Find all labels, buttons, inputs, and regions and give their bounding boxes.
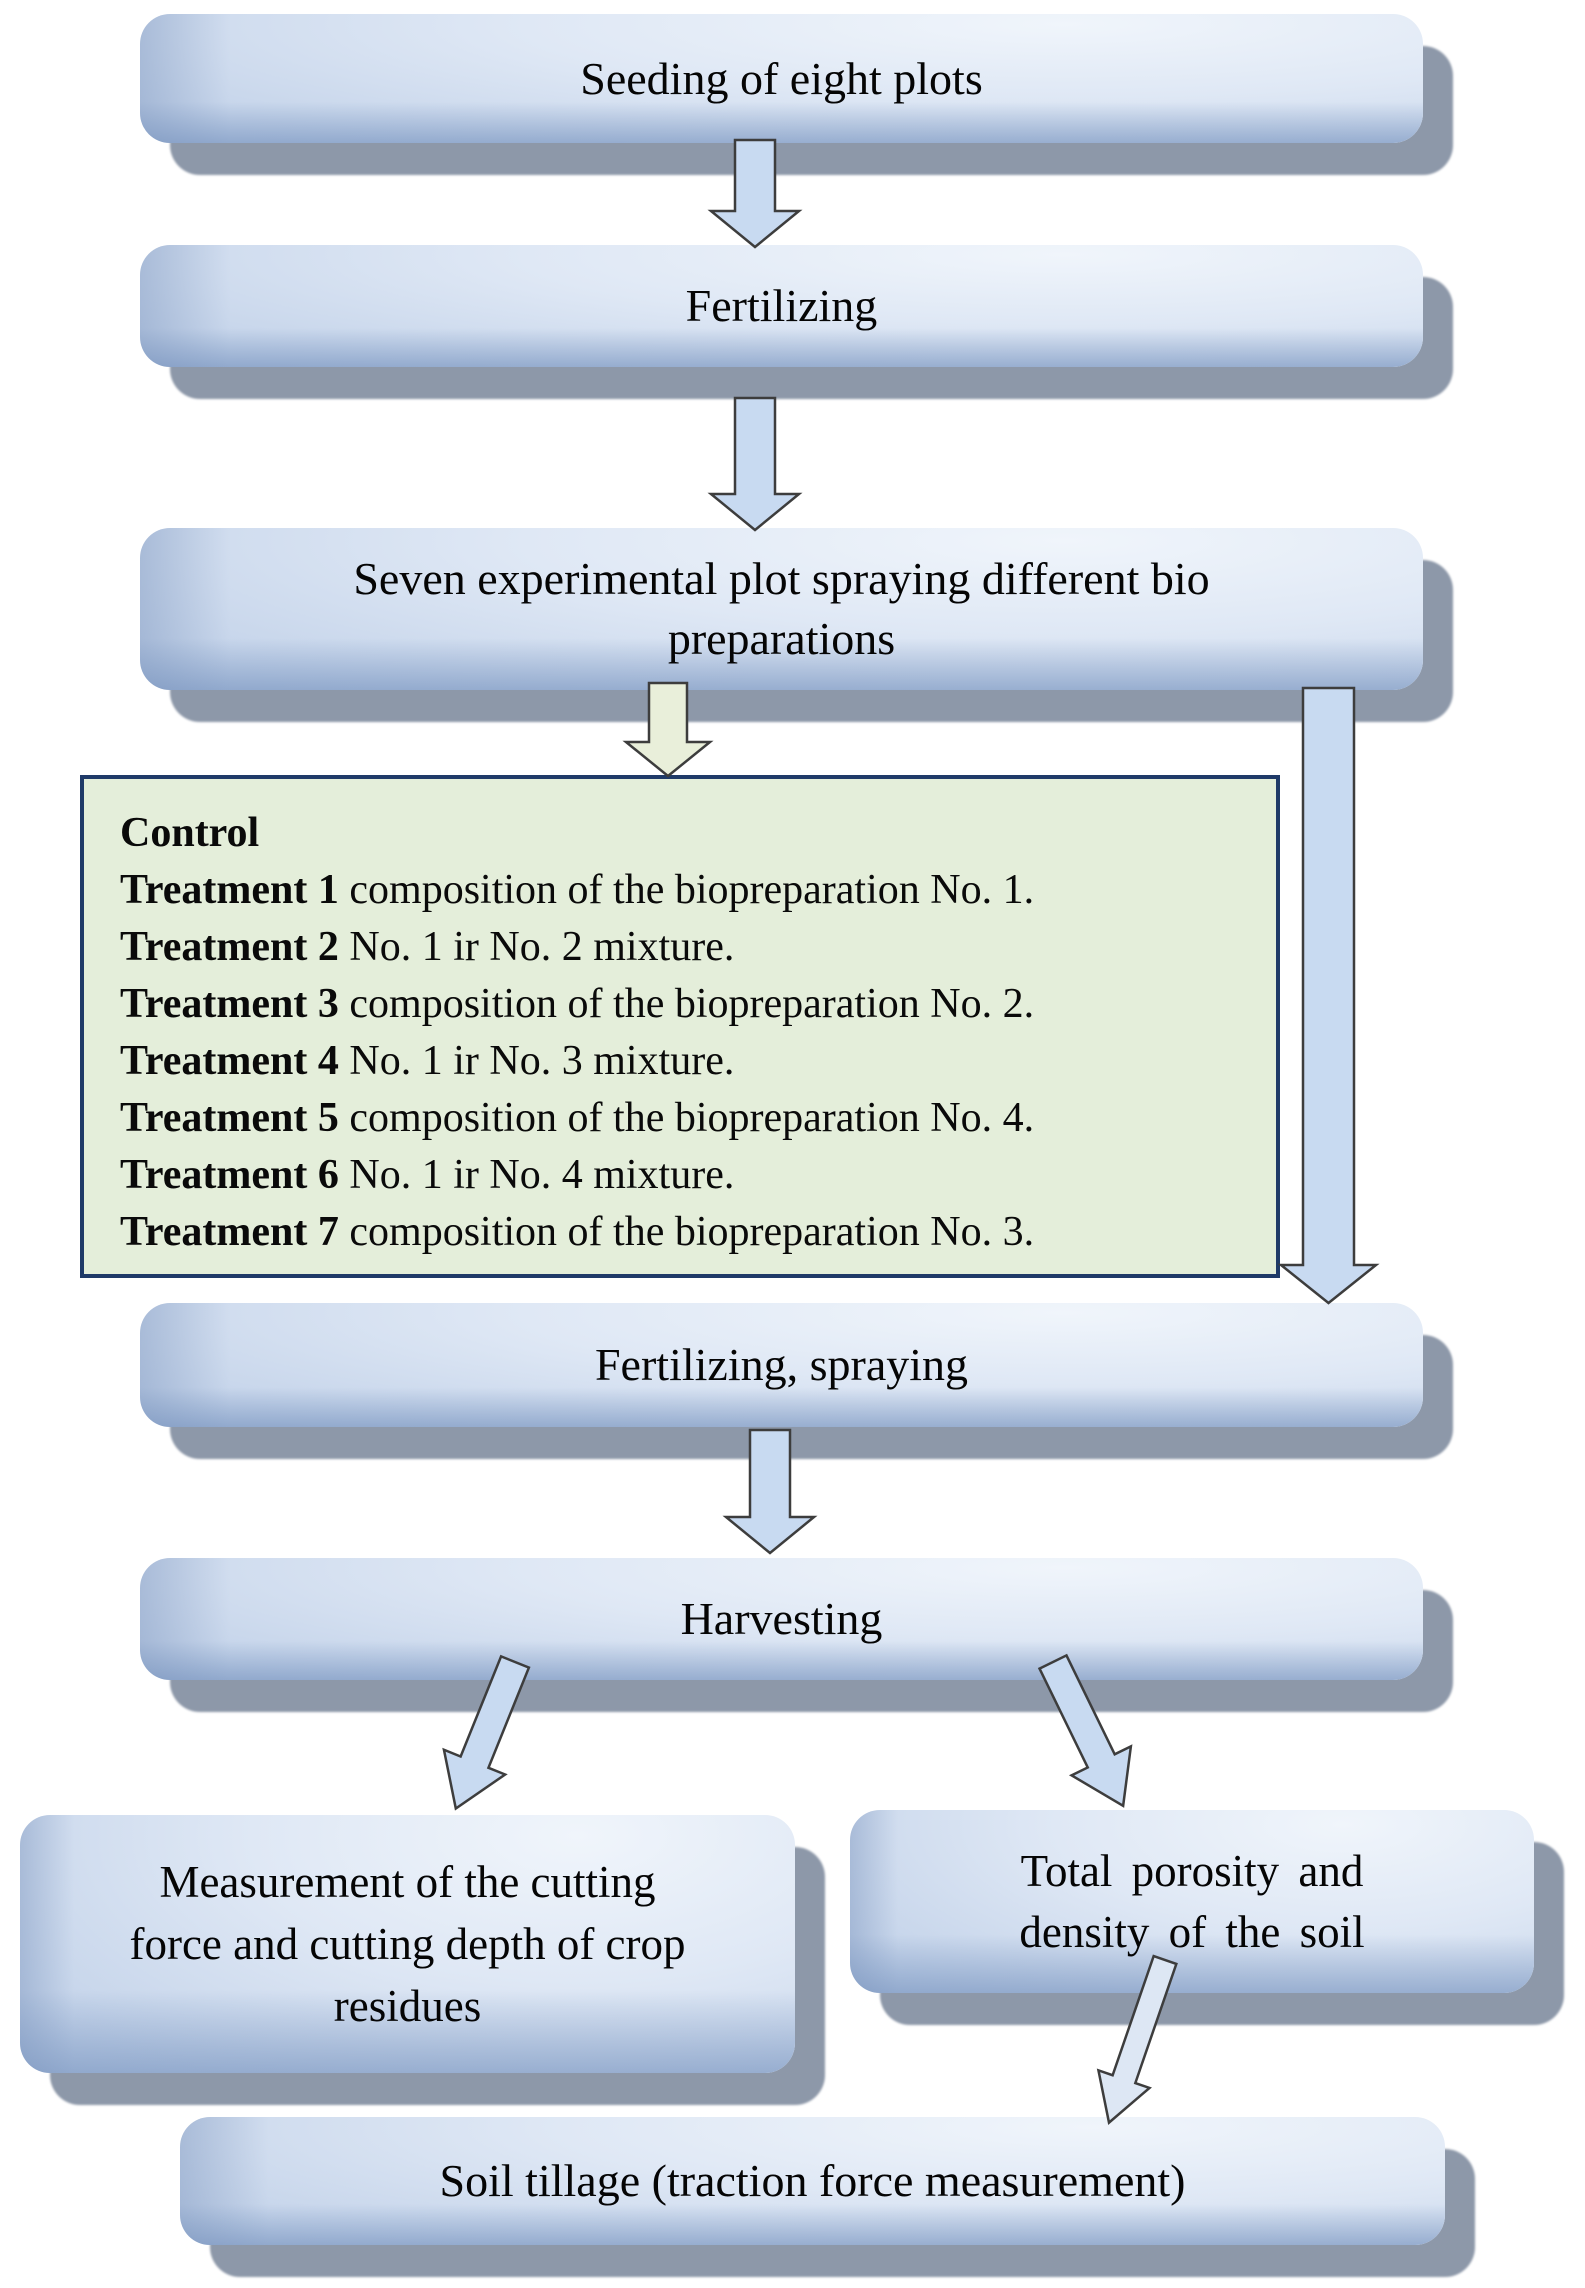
treatment-item-6: Treatment 6 No. 1 ir No. 4 mixture. bbox=[120, 1152, 735, 1198]
down-arrow-spraying-to-fertilizing-spraying bbox=[1277, 686, 1380, 1305]
box-fertilizing-spraying: Fertilizing, spraying bbox=[140, 1303, 1423, 1427]
down-arrow-spraying-to-treatments bbox=[622, 681, 714, 778]
box-fertilizing-label: Fertilizing bbox=[685, 280, 878, 331]
treatment-item-7: Treatment 7 composition of the bioprepar… bbox=[120, 1209, 1035, 1255]
box-seeding-label: Seeding of eight plots bbox=[580, 52, 983, 104]
treatment-item-1: Treatment 1 composition of the bioprepar… bbox=[120, 867, 1035, 913]
treatment-item-5: Treatment 5 composition of the bioprepar… bbox=[120, 1095, 1035, 1141]
down-arrow-fertilizing-spraying-to-harvesting bbox=[722, 1428, 818, 1555]
diagonal-arrow-harvesting-to-measurement bbox=[442, 1654, 531, 1811]
treatments-box: Control Treatment 1 composition of the b… bbox=[80, 775, 1280, 1278]
box-soil-tillage-label: Soil tillage (traction force measurement… bbox=[439, 2155, 1186, 2206]
box-fertilizing-spraying-label: Fertilizing, spraying bbox=[594, 1339, 969, 1390]
treatment-item-3: Treatment 3 composition of the bioprepar… bbox=[120, 981, 1035, 1027]
box-harvesting: Harvesting bbox=[140, 1558, 1423, 1680]
box-porosity: Total porosity and density of the soil bbox=[850, 1810, 1534, 1993]
box-porosity-label: Total porosity and density of the soil bbox=[1019, 1845, 1365, 1957]
box-soil-tillage: Soil tillage (traction force measurement… bbox=[180, 2117, 1445, 2245]
box-spraying-label: Seven experimental plot spraying differe… bbox=[353, 553, 1210, 664]
down-arrow-fertilizing-to-spraying bbox=[707, 396, 803, 532]
treatments-heading: Control bbox=[120, 810, 260, 856]
diagonal-arrow-porosity-to-soil-tillage bbox=[1096, 1954, 1178, 2125]
box-measurement: Measurement of the cutting force and cut… bbox=[20, 1815, 795, 2073]
box-seeding: Seeding of eight plots bbox=[140, 14, 1423, 143]
box-spraying: Seven experimental plot spraying differe… bbox=[140, 528, 1423, 690]
box-fertilizing: Fertilizing bbox=[140, 245, 1423, 367]
box-harvesting-label: Harvesting bbox=[680, 1593, 883, 1644]
treatment-item-4: Treatment 4 No. 1 ir No. 3 mixture. bbox=[120, 1038, 735, 1084]
box-measurement-label: Measurement of the cutting force and cut… bbox=[129, 1857, 686, 2031]
diagonal-arrow-harvesting-to-porosity bbox=[1037, 1653, 1133, 1808]
down-arrow-seeding-to-fertilizing bbox=[707, 138, 803, 249]
treatment-item-2: Treatment 2 No. 1 ir No. 2 mixture. bbox=[120, 924, 735, 970]
